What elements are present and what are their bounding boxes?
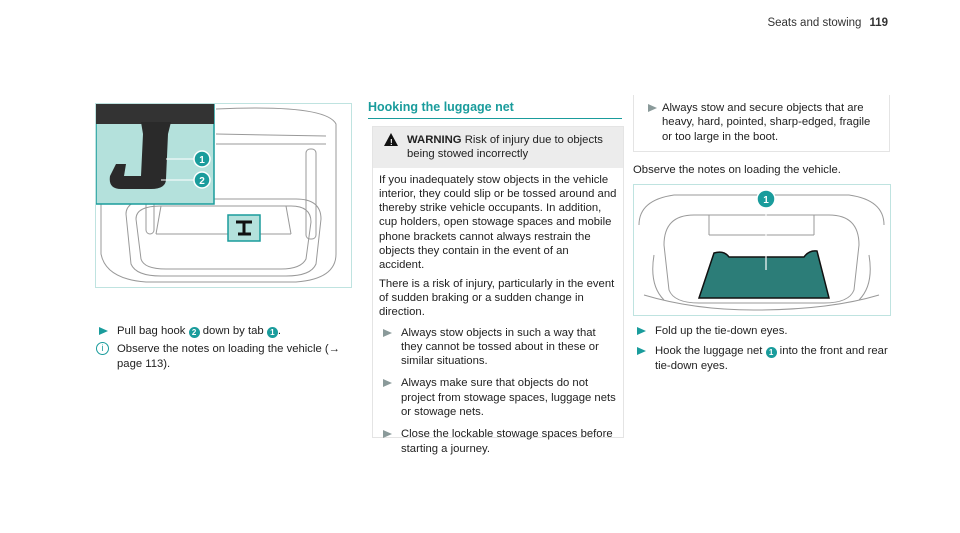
bullet-text: Always make sure that objects do not pro… [401,377,616,419]
step-text: Fold up the tie-down eyes. [655,325,788,337]
warning-header: ! WARNING Risk of injury due to objects … [373,127,623,168]
step-arrow-icon [99,327,108,335]
warning-bullet: Close the lockable stowage spaces before… [379,427,617,456]
svg-text:1: 1 [763,195,769,206]
svg-text:2: 2 [199,176,205,187]
warning-bullet: Always make sure that objects do not pro… [379,376,617,419]
boot-hook-figure: 1 2 [95,103,352,288]
page-header: Seats and stowing 119 [767,17,888,29]
step-pull-hook: Pull bag hook 2 down by tab 1. [95,324,355,338]
bullet-arrow-icon [383,328,392,337]
callout-1: 1 [193,150,211,168]
callout-marker: 1 [765,347,777,359]
warning-icon: ! [384,133,398,147]
warning-bullet: Always stow and secure objects that are … [634,95,889,144]
svg-text:1: 1 [199,155,205,166]
warning-paragraph: There is a risk of injury, particularly … [379,277,615,319]
step-arrow-icon [637,347,646,356]
info-note: i Observe the notes on loading the vehic… [95,342,355,371]
step-text: Hook the luggage net [655,345,766,358]
step-text: Pull bag hook [117,325,189,337]
boot-illustration: 1 2 [95,103,337,283]
warning-label: WARNING [407,134,462,146]
bullet-text: Close the lockable stowage spaces before… [401,428,613,455]
page-number: 119 [869,17,888,29]
info-icon: i [96,342,109,356]
callout-marker: 1 [266,327,278,338]
step-text: into the front and rear tie-down eyes. [655,345,888,372]
callout-1: 1 [756,189,776,209]
warning-box-continued: Always stow and secure objects that are … [633,95,890,152]
step-text: down by tab [199,325,267,337]
left-instructions: Pull bag hook 2 down by tab 1. i Observe… [95,324,355,375]
step-fold-eyes: Fold up the tie-down eyes. [633,324,893,338]
boot-net-illustration: 1 [638,189,885,311]
bullet-arrow-icon [383,430,392,439]
info-text[interactable]: Observe the notes on loading the vehicle… [117,343,340,370]
step-text: . [277,325,281,337]
section-title: Seats and stowing [767,17,862,29]
warning-title: Risk of injury due to objects being stow… [407,134,603,161]
loading-note: Observe the notes on loading the vehicle… [633,164,841,176]
warning-bullet: Always stow objects in such a way that t… [379,326,617,369]
bullet-arrow-icon [383,379,392,388]
step-arrow-icon [637,327,646,335]
luggage-net-figure: 1 [633,184,891,316]
callout-2: 2 [193,171,211,189]
right-instructions: Fold up the tie-down eyes. Hook the lugg… [633,324,893,377]
bullet-arrow-icon [648,104,657,112]
warning-box: ! WARNING Risk of injury due to objects … [372,126,624,455]
warning-paragraph: If you inadequately stow objects in the … [379,173,617,272]
bullet-text: Always stow and secure objects that are … [662,102,871,143]
bullet-text: Always stow objects in such a way that t… [401,326,599,368]
step-hook-net: Hook the luggage net 1 into the front an… [633,344,893,373]
luggage-net [697,250,830,299]
callout-marker: 2 [188,327,200,338]
section-heading: Hooking the luggage net [368,100,622,119]
